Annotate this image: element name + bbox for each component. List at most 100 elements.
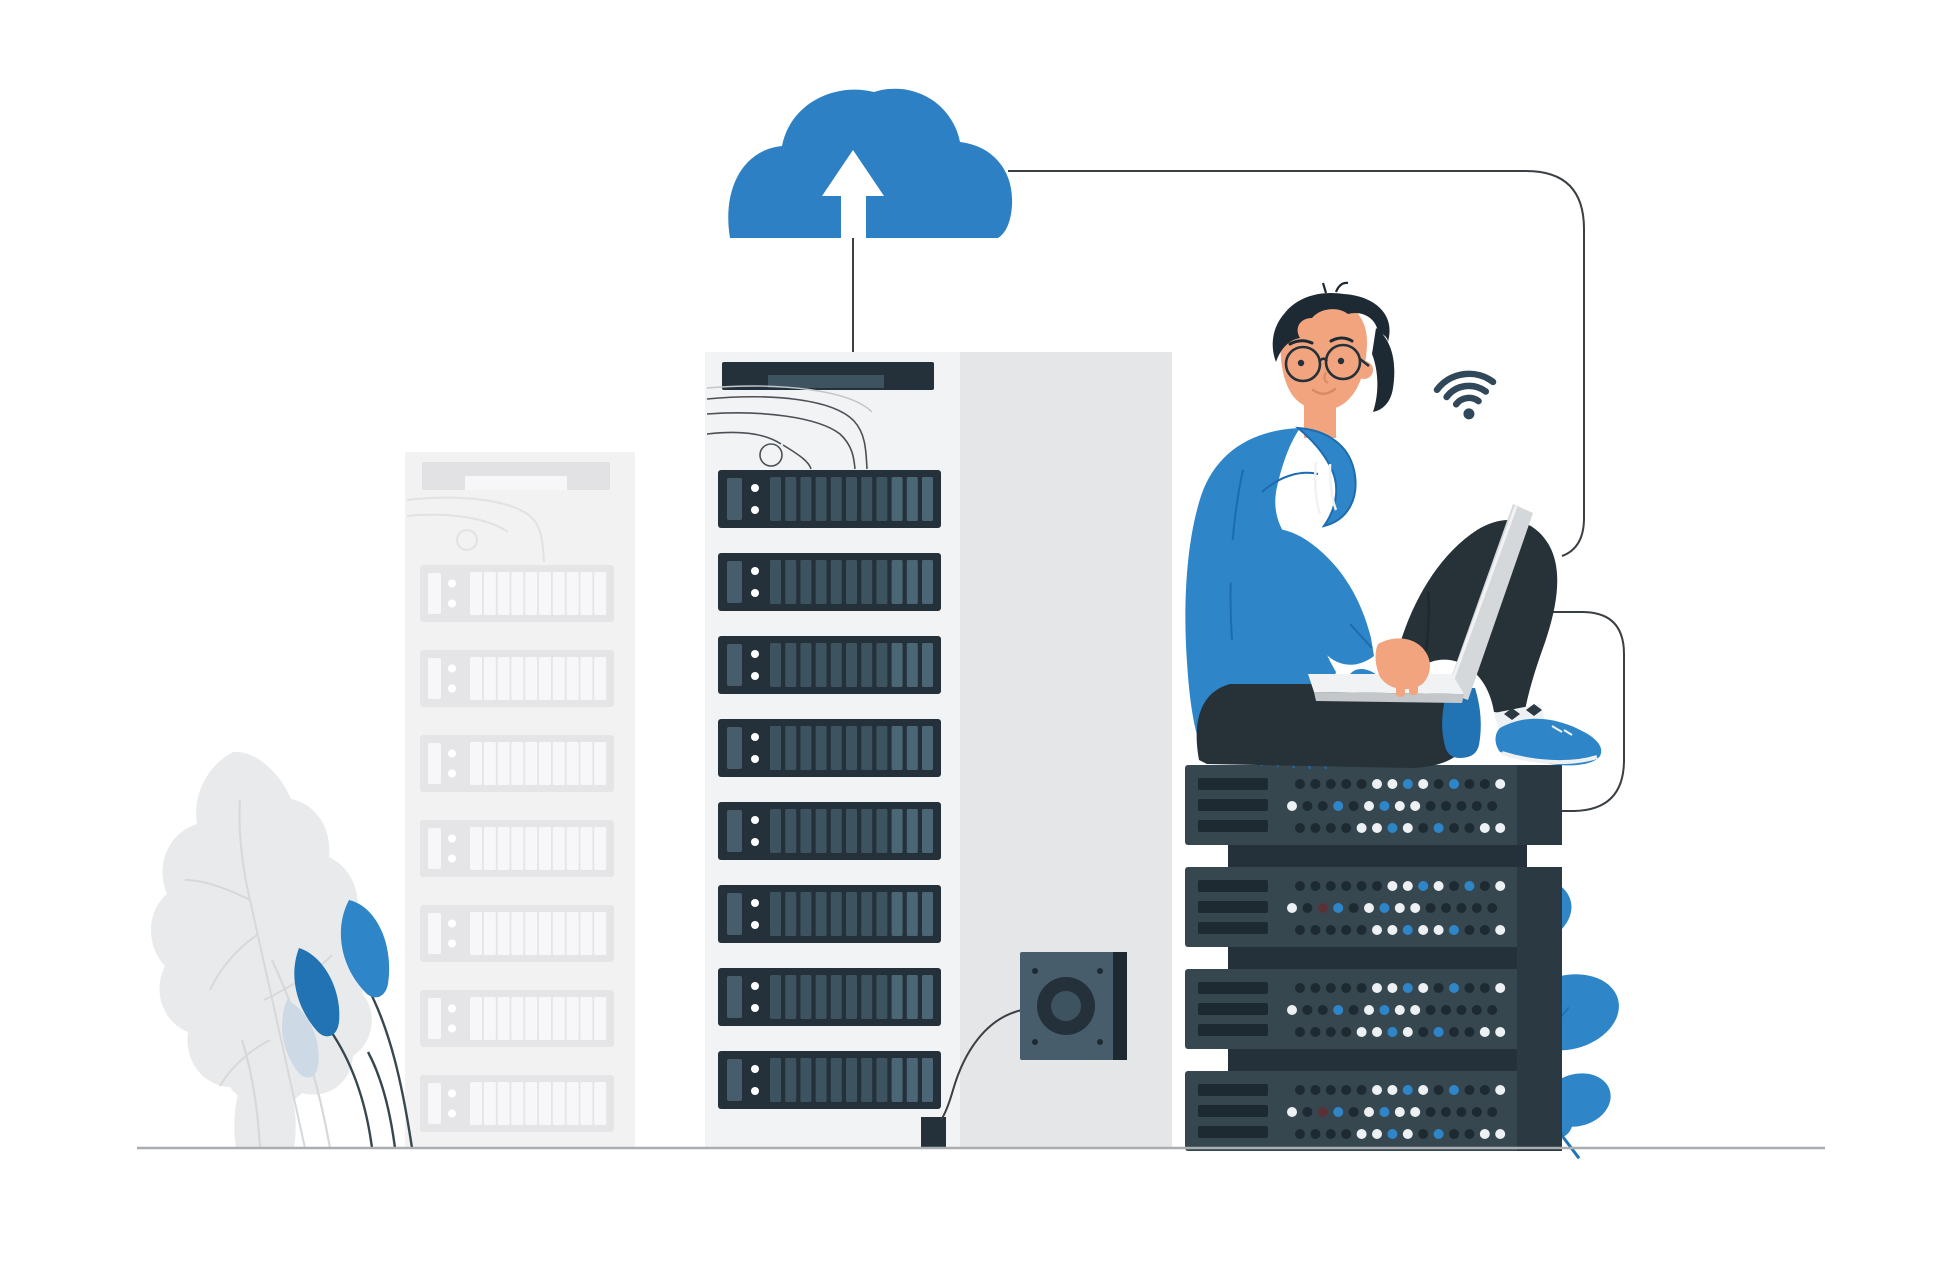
status-dot (1418, 1027, 1429, 1037)
status-dot (1325, 925, 1336, 935)
status-dot (1387, 983, 1398, 993)
status-dot (1425, 801, 1436, 811)
server-stack (1185, 765, 1562, 1151)
status-dot (1372, 823, 1382, 833)
faded-rack-unit (420, 735, 614, 792)
eyebrows (1288, 336, 1354, 346)
status-dot (1387, 1027, 1398, 1037)
laptop-base-front (1314, 692, 1464, 703)
eye-right (1337, 357, 1345, 365)
status-dot (1479, 925, 1490, 935)
status-dot (1402, 1129, 1413, 1139)
status-dot (1341, 1129, 1352, 1139)
hood-drawstrings (1313, 461, 1338, 515)
status-dot (1372, 779, 1382, 789)
status-dot (1456, 1107, 1467, 1117)
laptop-screen-edge (1447, 505, 1518, 691)
status-dot (1487, 1005, 1498, 1015)
status-dot (1310, 983, 1321, 993)
status-dot (1341, 925, 1352, 935)
status-dot (1310, 1085, 1321, 1095)
status-dot (1387, 779, 1398, 789)
status-dot (1295, 823, 1305, 833)
status-dot (1456, 903, 1467, 913)
wire-1 (706, 396, 868, 470)
status-dot (1449, 1129, 1459, 1139)
hoodie-arm (1213, 528, 1374, 665)
status-dot (1295, 1129, 1305, 1139)
hand-palm (1375, 638, 1430, 690)
status-dot (1464, 779, 1475, 789)
status-dot (1341, 823, 1352, 833)
faded-server-tower (405, 452, 635, 1148)
status-dot (1425, 903, 1436, 913)
glasses-bridge (1317, 357, 1370, 368)
laptop-screen (1446, 504, 1533, 700)
speaker-unit (940, 952, 1127, 1121)
status-dot (1310, 823, 1321, 833)
status-dot (1441, 1005, 1451, 1015)
status-dot (1433, 925, 1444, 935)
status-dot (1333, 801, 1344, 811)
cloud-shape (728, 88, 1013, 239)
wire-faint (706, 385, 873, 413)
status-dot (1302, 903, 1313, 913)
server-unit (1185, 867, 1562, 947)
status-dot (1317, 903, 1328, 913)
status-dot (1341, 1027, 1352, 1037)
status-dot (1418, 823, 1429, 833)
status-dot (1471, 903, 1482, 913)
status-dot (1464, 881, 1475, 891)
main-rack-units (718, 470, 941, 1109)
status-dot (1495, 823, 1506, 833)
status-dot (1379, 801, 1390, 811)
status-dot (1410, 801, 1421, 811)
status-dot (1348, 1005, 1359, 1015)
status-dot (1356, 1085, 1367, 1095)
shoe-upper (1495, 718, 1602, 766)
status-dot (1387, 823, 1398, 833)
wifi-arc-inner (1452, 394, 1482, 408)
status-dot (1379, 903, 1390, 913)
status-dot (1310, 1129, 1321, 1139)
status-dot (1464, 925, 1475, 935)
rack-unit (718, 553, 941, 611)
status-dot (1387, 1129, 1398, 1139)
faded-rack-unit (420, 820, 614, 877)
status-dot (1495, 779, 1506, 789)
status-dot (1464, 823, 1475, 833)
status-dot (1295, 983, 1305, 993)
rack-unit (718, 719, 941, 777)
status-dot (1295, 1085, 1305, 1095)
status-dot (1433, 1129, 1444, 1139)
status-dot (1356, 925, 1367, 935)
gray-leaf-veins (184, 799, 333, 1149)
wire-loop (759, 443, 783, 467)
status-dot (1495, 1027, 1506, 1037)
left-plant-leaf-deep (294, 948, 340, 1037)
status-dot (1333, 1107, 1344, 1117)
rack-unit (718, 968, 941, 1026)
status-dot (1379, 1107, 1390, 1117)
status-dot (1402, 925, 1413, 935)
status-dot (1356, 1027, 1367, 1037)
stack-tab (1228, 947, 1527, 969)
status-dot (1402, 823, 1413, 833)
status-dot (1333, 1005, 1344, 1015)
status-dot (1456, 1005, 1467, 1015)
glasses-right-lens (1324, 343, 1362, 381)
left-blue-plant (282, 900, 414, 1149)
wifi-arc-outer (1433, 370, 1497, 394)
status-dot (1425, 1005, 1436, 1015)
status-dot (1372, 1027, 1382, 1037)
wifi-arc-middle (1443, 382, 1490, 401)
left-plant-leaf-pale (282, 1000, 319, 1078)
status-dot (1287, 801, 1297, 811)
main-tower-wires (706, 396, 868, 470)
status-dot (1495, 983, 1506, 993)
status-dot (1379, 1005, 1390, 1015)
faded-rack-unit (420, 905, 614, 962)
person-developer (1185, 281, 1602, 770)
status-dot (1295, 779, 1305, 789)
stack-tab-side (1517, 1049, 1562, 1071)
